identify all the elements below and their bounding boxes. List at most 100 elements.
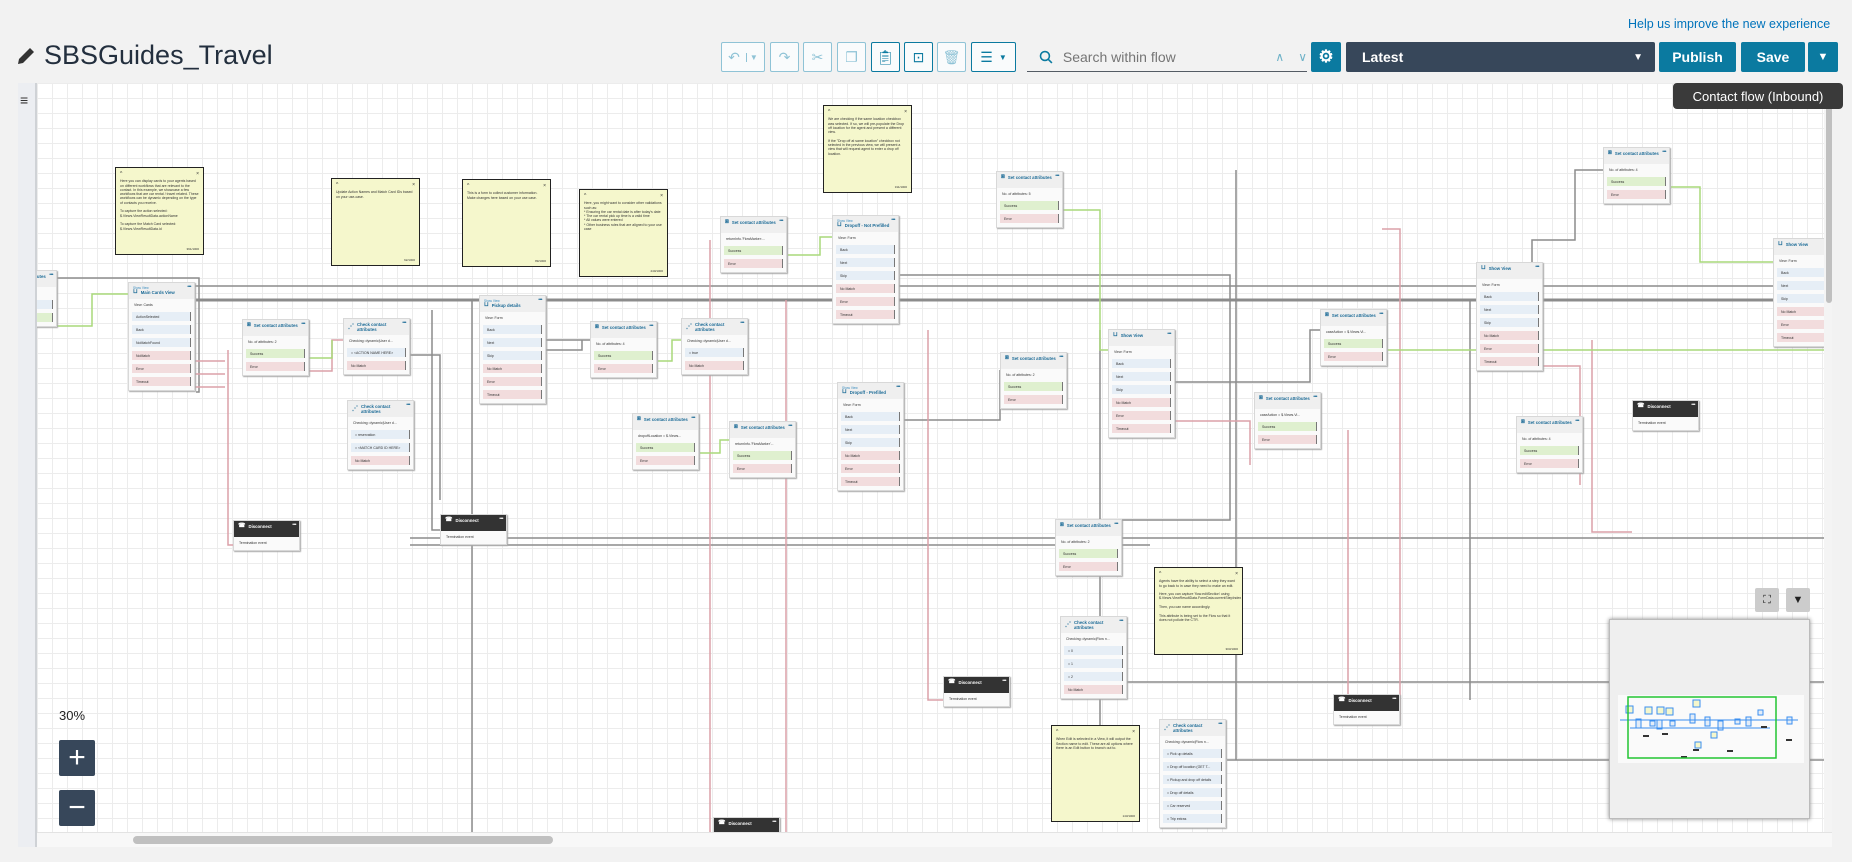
- flow-block-set[interactable]: ⧈Set contact attributes•••No. of attribu…: [242, 319, 309, 376]
- branch-condition[interactable]: Next: [1112, 372, 1171, 381]
- branch-condition[interactable]: ActionSelected: [132, 312, 191, 321]
- branch-condition[interactable]: = Car reserved: [1163, 801, 1222, 810]
- branch-error[interactable]: No Match: [347, 361, 406, 370]
- branch-error[interactable]: Error: [1520, 459, 1579, 468]
- branch-success[interactable]: Success: [594, 351, 653, 360]
- branch-condition[interactable]: Back: [841, 412, 900, 421]
- copy-button[interactable]: ❐: [837, 42, 866, 72]
- success-connector[interactable]: [1061, 209, 1108, 351]
- undo-button[interactable]: ↶▼: [721, 42, 765, 72]
- flow-block-check[interactable]: ⋰Check contact attributes•••Checking: dy…: [1159, 719, 1226, 828]
- more-options-icon[interactable]: •••: [499, 516, 503, 522]
- flow-block-set[interactable]: ⧈Set contact attributes•••Success: [37, 270, 57, 327]
- more-options-icon[interactable]: •••: [1313, 394, 1317, 400]
- branch-error[interactable]: Error: [1112, 411, 1171, 420]
- branch-success[interactable]: Success: [1059, 549, 1118, 558]
- minimap-toggle-button[interactable]: ▼: [1786, 588, 1810, 612]
- branch-success[interactable]: Success: [1607, 177, 1666, 186]
- branch-condition[interactable]: Back: [132, 325, 191, 334]
- more-options-icon[interactable]: •••: [406, 402, 410, 408]
- more-options-icon[interactable]: •••: [1055, 173, 1059, 179]
- flow-block-set[interactable]: ⧈Set contact attributes•••caseAction = $…: [1254, 392, 1321, 449]
- branch-condition[interactable]: Skip: [841, 438, 900, 447]
- select-all-button[interactable]: ⊡: [904, 42, 933, 72]
- error-connector[interactable]: [309, 339, 343, 372]
- more-options-icon[interactable]: •••: [891, 217, 895, 223]
- sticky-note[interactable]: ^×We are checking if the same location c…: [823, 105, 912, 193]
- horizontal-scroll-thumb[interactable]: [133, 836, 553, 844]
- error-connector[interactable]: [927, 330, 943, 701]
- flow-block-disc[interactable]: ☎Disconnect•••Termination event: [440, 514, 507, 545]
- flow-block-disc[interactable]: ☎Disconnect•••Termination event: [1632, 400, 1699, 431]
- minimap[interactable]: [1609, 619, 1810, 819]
- redo-button[interactable]: ↷: [770, 42, 799, 72]
- branch-condition[interactable]: = Pickup and drop off details: [1163, 775, 1222, 784]
- add-note-button[interactable]: ☰▼: [971, 42, 1016, 72]
- close-icon[interactable]: ×: [543, 183, 546, 189]
- branch-condition[interactable]: Next: [483, 338, 542, 347]
- branch-condition[interactable]: Back: [483, 325, 542, 334]
- branch-condition[interactable]: = 1: [1064, 659, 1123, 668]
- flow-block-set[interactable]: ⧈Set contact attributes•••No. of attribu…: [996, 171, 1063, 228]
- branch-success[interactable]: Success: [636, 443, 695, 452]
- more-options-icon[interactable]: •••: [649, 323, 653, 329]
- flow-block-disc[interactable]: ☎Disconnect•••Termination event: [233, 520, 300, 551]
- connector[interactable]: [546, 340, 583, 351]
- version-select[interactable]: Latest▼: [1346, 42, 1655, 72]
- branch-success[interactable]: Success: [37, 313, 53, 322]
- hamburger-menu-icon[interactable]: ≡: [20, 92, 29, 108]
- flow-block-view[interactable]: Show View⊔Dropoff - Not Prefilled•••View…: [832, 215, 899, 324]
- flow-block-set[interactable]: ⧈Set contact attributes•••returnInfo.'Fl…: [729, 421, 796, 478]
- branch-condition[interactable]: Next: [841, 425, 900, 434]
- branch-condition[interactable]: = <ACTION NAME HERE>: [347, 348, 406, 357]
- search-input[interactable]: [1062, 48, 1262, 65]
- branch-condition[interactable]: [37, 300, 53, 309]
- branch-condition[interactable]: Skip: [1112, 385, 1171, 394]
- branch-error[interactable]: Error: [1607, 190, 1666, 199]
- branch-condition[interactable]: = Drop off details: [1163, 788, 1222, 797]
- flow-canvas[interactable]: ⧈Set contact attributes•••SuccessShow Vi…: [37, 83, 1832, 832]
- success-connector[interactable]: [1671, 186, 1773, 263]
- zoom-in-button[interactable]: +: [59, 740, 95, 776]
- flow-block-disc[interactable]: ☎Disconnect•••Termination event: [713, 817, 780, 832]
- success-connector[interactable]: [788, 236, 832, 256]
- branch-condition[interactable]: Next: [836, 258, 895, 267]
- connector[interactable]: [900, 370, 1001, 421]
- flow-block-check[interactable]: ⋰Check contact attributes•••Checking: dy…: [343, 318, 410, 375]
- flow-block-view[interactable]: Show View⊔Dropoff - Prefilled•••View: Fo…: [837, 382, 904, 491]
- branch-error[interactable]: Error: [1258, 435, 1317, 444]
- collapse-icon[interactable]: ^: [584, 193, 587, 199]
- branch-condition[interactable]: Skip: [1777, 294, 1832, 303]
- branch-success[interactable]: Success: [1004, 382, 1063, 391]
- settings-button[interactable]: ⚙: [1311, 42, 1341, 72]
- flow-block-set[interactable]: ⧈Set contact attributes•••No. of attribu…: [1000, 352, 1067, 409]
- more-options-icon[interactable]: •••: [301, 321, 305, 327]
- success-connector[interactable]: [37, 293, 128, 327]
- error-connector[interactable]: [227, 350, 233, 546]
- flow-block-check[interactable]: ⋰Check contact attributes•••Checking: dy…: [347, 400, 414, 470]
- more-options-icon[interactable]: •••: [538, 297, 542, 303]
- branch-condition[interactable]: Skip: [1480, 318, 1539, 327]
- more-options-icon[interactable]: •••: [1167, 331, 1171, 337]
- close-icon[interactable]: ×: [1235, 571, 1238, 577]
- chevron-down-icon[interactable]: ▼: [745, 52, 758, 62]
- branch-error[interactable]: Timeout: [1112, 424, 1171, 433]
- success-connector[interactable]: [700, 439, 729, 454]
- flow-block-set[interactable]: ⧈Set contact attributes•••No. of attribu…: [1055, 519, 1122, 576]
- sticky-note[interactable]: ^×Here, you might want to consider other…: [579, 189, 668, 277]
- branch-error[interactable]: Timeout: [836, 310, 895, 319]
- chevron-down-icon[interactable]: ∨: [1298, 49, 1307, 64]
- branch-condition[interactable]: = reservation: [351, 430, 410, 439]
- branch-error[interactable]: Timeout: [1777, 333, 1832, 342]
- flow-block-set[interactable]: ⧈Set contact attributes•••No. of attribu…: [1603, 147, 1670, 204]
- more-options-icon[interactable]: •••: [1114, 521, 1118, 527]
- collapse-icon[interactable]: ^: [467, 183, 470, 189]
- close-icon[interactable]: ×: [196, 171, 199, 177]
- close-icon[interactable]: ×: [1132, 729, 1135, 735]
- more-options-icon[interactable]: •••: [1392, 696, 1396, 702]
- more-options-icon[interactable]: •••: [1662, 149, 1666, 155]
